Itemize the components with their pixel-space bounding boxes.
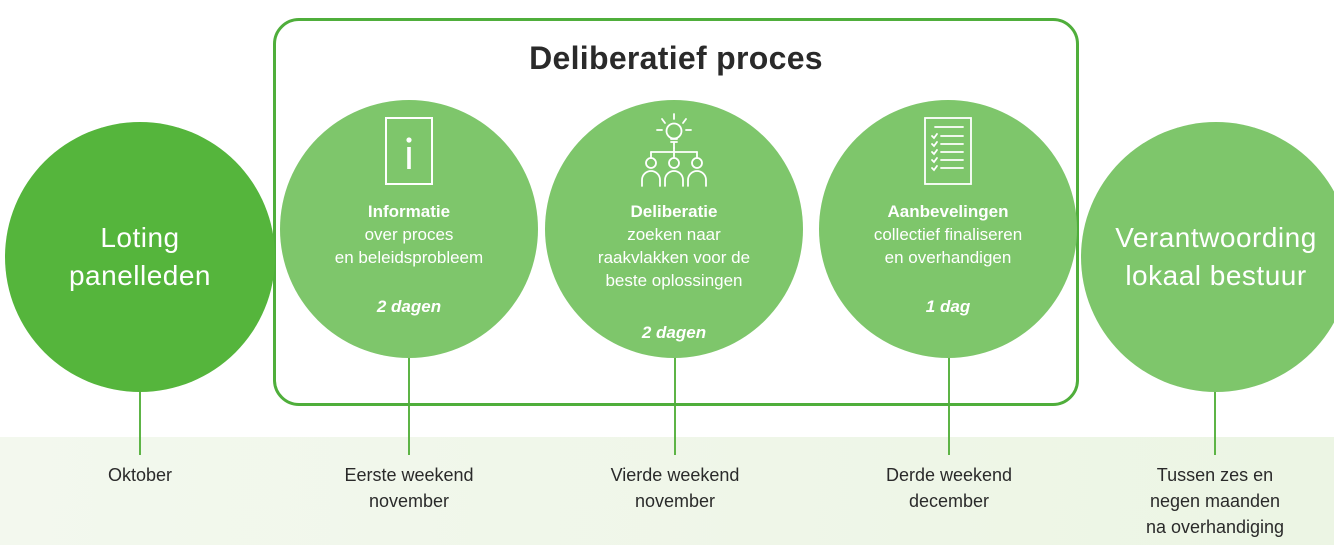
stage-informatie-duration: 2 dagen — [376, 297, 442, 316]
stage-loting-line2: panelleden — [68, 260, 212, 291]
when-aanbevelingen: Derde weekend december — [839, 462, 1059, 514]
stage-deliberatie-duration: 2 dagen — [641, 323, 707, 342]
connector-line-informatie — [408, 350, 410, 455]
connector-line-deliberatie — [674, 350, 676, 455]
when-verantwoording: Tussen zes en negen maanden na overhandi… — [1105, 462, 1325, 540]
stage-informatie-line1: over proces — [364, 225, 454, 244]
stage-aanbevelingen-line1: collectief finaliseren — [873, 225, 1023, 244]
when-verantwoording-line3: na overhandiging — [1145, 517, 1285, 537]
stage-deliberatie-line3: beste oplossingen — [605, 271, 743, 290]
when-aanbevelingen-line2: december — [908, 491, 990, 511]
stage-verantwoording-line1: Verantwoording — [1115, 222, 1317, 253]
checklist-icon — [923, 116, 973, 191]
connector-line-loting — [139, 380, 141, 455]
stage-aanbevelingen-circle: Aanbevelingen collectief finaliseren en … — [819, 100, 1077, 358]
stage-informatie-circle: Informatie over proces en beleidsproblee… — [280, 100, 538, 358]
stage-aanbevelingen-duration: 1 dag — [925, 297, 971, 316]
when-informatie-line2: november — [368, 491, 450, 511]
stage-deliberatie-line1: zoeken naar — [627, 225, 721, 244]
connector-line-verantwoording — [1214, 380, 1216, 455]
when-verantwoording-line1: Tussen zes en — [1156, 465, 1274, 485]
process-title: Deliberatief proces — [529, 40, 823, 76]
stage-deliberatie-line2: raakvlakken voor de — [597, 248, 751, 267]
lightbulb-group-icon — [634, 112, 714, 195]
deliberative-process-frame — [273, 18, 1079, 406]
stage-informatie-title: Informatie — [367, 202, 451, 221]
connector-line-aanbevelingen — [948, 350, 950, 455]
when-deliberatie: Vierde weekend november — [565, 462, 785, 514]
stage-aanbevelingen-title: Aanbevelingen — [887, 202, 1009, 221]
stage-deliberatie-circle: Deliberatie zoeken naar raakvlakken voor… — [545, 100, 803, 358]
stage-informatie-line2: en beleidsprobleem — [334, 248, 484, 267]
timeline-band — [0, 437, 1334, 545]
when-loting: Oktober — [30, 462, 250, 488]
stage-verantwoording-line2: lokaal bestuur — [1125, 260, 1307, 291]
stage-loting-line1: Loting — [100, 222, 180, 253]
when-deliberatie-line2: november — [634, 491, 716, 511]
stage-loting-circle: Loting panelleden — [5, 122, 275, 392]
when-deliberatie-line1: Vierde weekend — [610, 465, 740, 485]
when-loting-text: Oktober — [107, 465, 173, 485]
when-informatie-line1: Eerste weekend — [344, 465, 474, 485]
when-verantwoording-line2: negen maanden — [1149, 491, 1281, 511]
when-informatie: Eerste weekend november — [299, 462, 519, 514]
stage-aanbevelingen-line2: en overhandigen — [884, 248, 1012, 267]
stage-deliberatie-title: Deliberatie — [630, 202, 718, 221]
info-document-icon — [384, 116, 434, 191]
stage-verantwoording-circle: Verantwoording lokaal bestuur — [1081, 122, 1334, 392]
when-aanbevelingen-line1: Derde weekend — [885, 465, 1013, 485]
